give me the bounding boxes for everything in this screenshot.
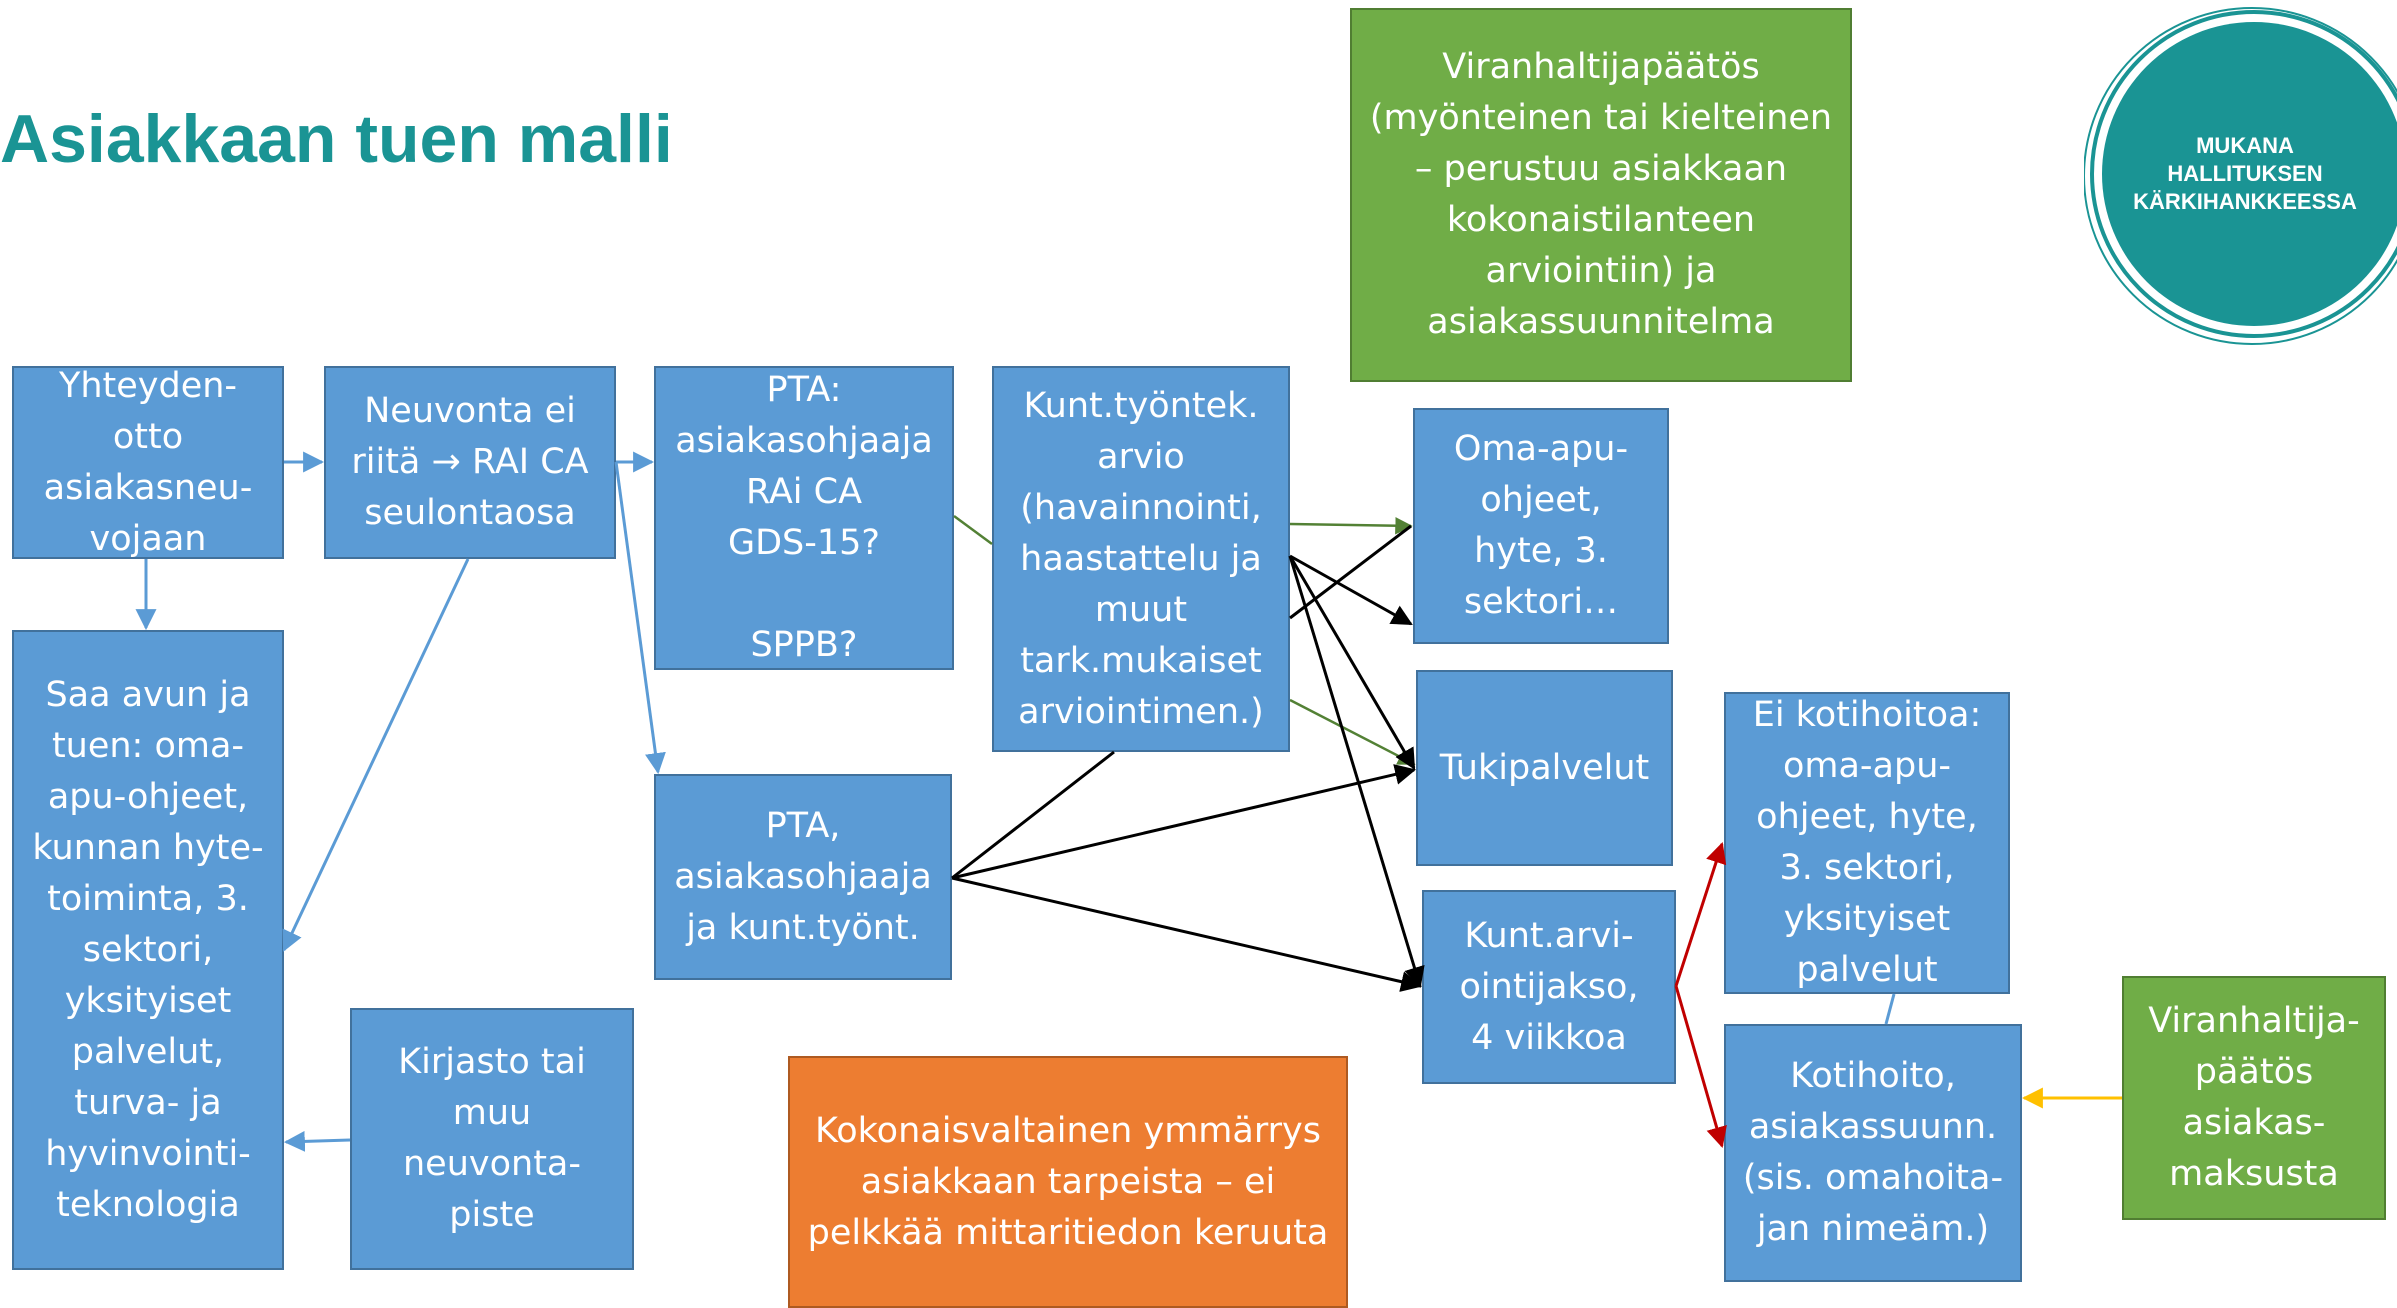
line-ei-kotihoitoa-kotihoito [1884, 993, 1896, 1025]
viranhaltija-maksu-box: Viranhaltija- päätös asiakas- maksusta [2122, 976, 2386, 1220]
arrow-pta-kunt-arviointijakso [951, 876, 1423, 992]
arrow-kunt-arvio-tukipalvelut [1288, 555, 1416, 770]
arrow-neuvonta-saa-avun [282, 558, 470, 952]
arrow-kunt-arvio-tukipalvelut-green [1289, 698, 1416, 766]
arrow-pta-kunt-arvio [953, 514, 993, 546]
pta-rai-box: PTA: asiakasohjaaja RAi CA GDS-15? SPPB? [654, 366, 954, 670]
arrow-kunt-arvio-arviointijakso [1288, 555, 1425, 989]
arrow-pta-kunt-tukipalvelut [951, 764, 1417, 880]
logo-text: MUKANA HALLITUKSEN KÄRKIHANKKEESSA [2133, 133, 2357, 214]
arrow-arviointijakso-kotihoito [1674, 985, 1727, 1149]
arrow-arviointijakso-ei-kotihoitoa [1674, 842, 1727, 987]
kotihoito-box: Kotihoito, asiakassuunn. (sis. omahoita-… [1724, 1024, 2022, 1282]
kirjasto-box: Kirjasto tai muu neuvonta- piste [350, 1008, 634, 1270]
arrow-neuvonta-pta-kunt [614, 461, 666, 775]
arrow-kunt-arvio-oma-apu-green [1289, 516, 1413, 535]
mukana-logo-icon [2084, 7, 2397, 345]
ei-kotihoitoa-box: Ei kotihoitoa: oma-apu- ohjeet, hyte, 3.… [1724, 692, 2010, 994]
line-pta-kunt-kunt-arvio [951, 750, 1115, 880]
saa-avun-box: Saa avun ja tuen: oma- apu-ohjeet, kunna… [12, 630, 284, 1270]
arrow-kunt-arvio-oma-apu [1289, 554, 1413, 626]
arrow-kirjasto-saa-avun [283, 1130, 351, 1152]
pta-kunt-box: PTA, asiakasohjaaja ja kunt.työnt. [654, 774, 952, 980]
page-title: Asiakkaan tuen malli [0, 101, 673, 177]
oma-apu-box: Oma-apu- ohjeet, hyte, 3. sektori… [1413, 408, 1669, 644]
tukipalvelut-box: Tukipalvelut [1416, 670, 1673, 866]
neuvonta-box: Neuvonta ei riitä → RAI CA seulontaosa [324, 366, 616, 559]
line-oma-apu-kunt-arvio [1289, 524, 1412, 620]
viranhaltija-decision-box: Viranhaltijapäätös (myönteinen tai kielt… [1350, 8, 1852, 382]
kokonaisvaltainen-box: Kokonaisvaltainen ymmärrys asiakkaan tar… [788, 1056, 1348, 1308]
kunt-arvio-box: Kunt.työntek. arvio (havainnointi, haast… [992, 366, 1290, 752]
yhteydenotto-box: Yhteyden- otto asiakasneu- vojaan [12, 366, 284, 559]
